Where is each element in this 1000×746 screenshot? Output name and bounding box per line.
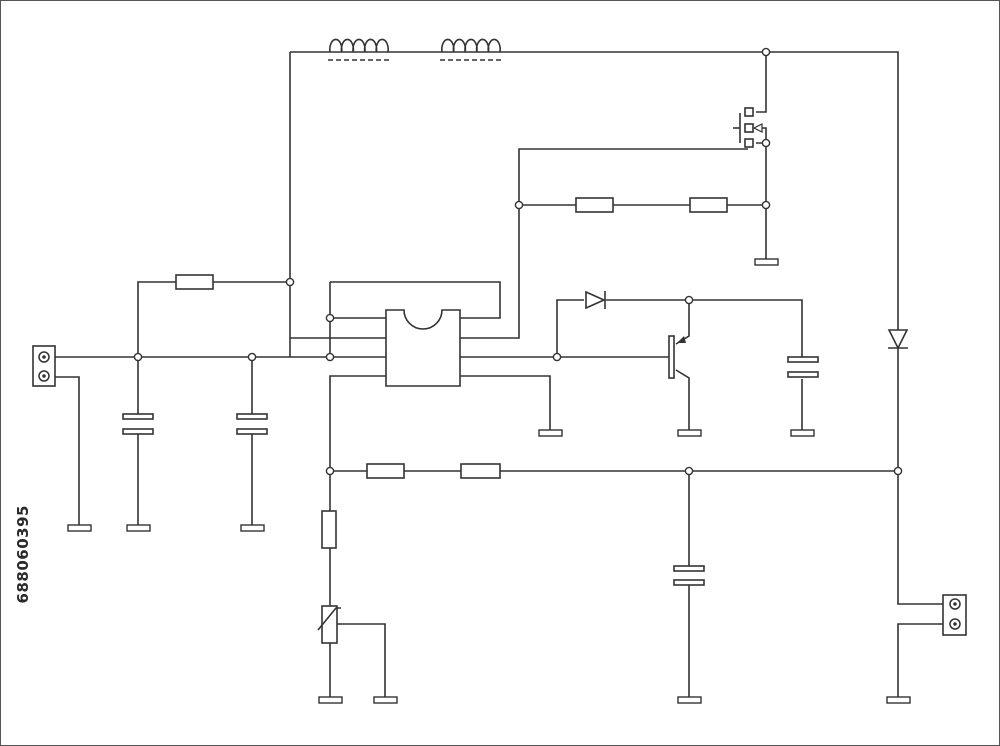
inductor-1: [328, 38, 389, 61]
transistor-mosfet: [733, 107, 763, 148]
capacitor-c2: [236, 413, 268, 435]
ic-chip: [385, 309, 461, 387]
junction-nodes: [133, 47, 903, 476]
resistor-r5: [460, 463, 501, 479]
resistor-r2: [575, 197, 614, 213]
output-connector: [942, 594, 967, 636]
capacitor-c3: [787, 356, 819, 378]
stock-image-id: 688060395: [14, 505, 32, 604]
transistor-bjt: [668, 335, 686, 379]
ground-symbols: [67, 258, 911, 704]
diode-d1: [585, 290, 606, 310]
potentiometer: [317, 605, 341, 644]
capacitor-c1: [122, 413, 154, 435]
resistor-r3: [689, 197, 728, 213]
inductor-2: [440, 38, 501, 61]
resistor-r4: [366, 463, 405, 479]
resistor-r6: [321, 510, 337, 549]
diode-d2: [887, 329, 909, 350]
input-connector: [32, 345, 56, 387]
capacitor-c4: [673, 565, 705, 586]
wires: [55, 51, 943, 697]
resistor-r1: [175, 274, 214, 290]
